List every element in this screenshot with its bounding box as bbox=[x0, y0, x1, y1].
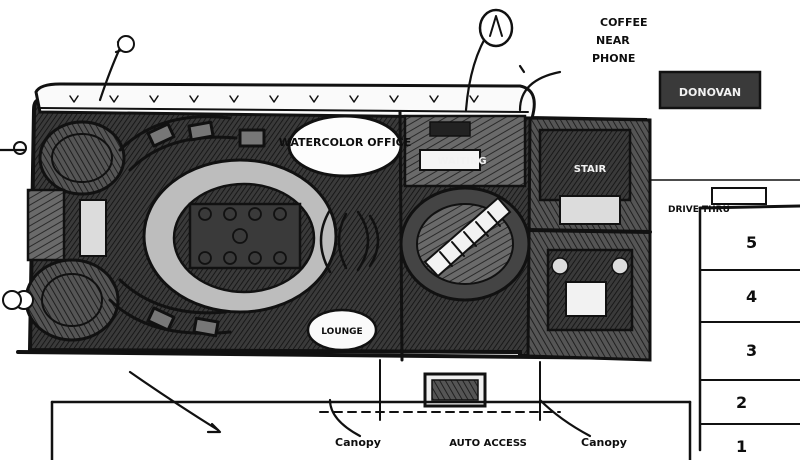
round-feature-table bbox=[399, 186, 531, 302]
round-lounge-cluster bbox=[13, 120, 126, 342]
section-marker-icon bbox=[2, 35, 135, 310]
parking-number: 1 bbox=[736, 437, 747, 456]
lounge-area bbox=[306, 308, 378, 352]
label-canopy-left: Canopy bbox=[335, 436, 381, 449]
north-arrow-icon bbox=[478, 8, 514, 48]
brand-sign bbox=[658, 70, 762, 110]
right-wing-rooms bbox=[538, 128, 634, 332]
parking-number: 3 bbox=[746, 341, 757, 360]
label-coffee-line-3: PHONE bbox=[592, 52, 635, 65]
label-lounge: LOUNGE bbox=[321, 327, 362, 337]
central-oval-area bbox=[142, 158, 338, 314]
parking-number: 4 bbox=[746, 287, 757, 306]
label-coffee-line-2: NEAR bbox=[596, 34, 630, 47]
label-drive-thru: DRIVE THRU bbox=[668, 205, 730, 215]
parking-number: 5 bbox=[746, 233, 757, 252]
label-waiting: WAITING bbox=[437, 156, 486, 167]
handwritten-labels: WATERCOLOR OFFICE WAITING COFFEE NEAR PH… bbox=[279, 16, 741, 449]
entry-vestibule bbox=[319, 359, 561, 421]
property-line bbox=[50, 400, 692, 460]
label-watercolor-office: WATERCOLOR OFFICE bbox=[279, 136, 412, 149]
label-auto-access: AUTO ACCESS bbox=[449, 438, 527, 449]
curved-benches bbox=[108, 115, 266, 338]
annotation-arrows bbox=[0, 28, 592, 438]
waiting-area bbox=[403, 114, 527, 188]
parking-numbers: 5 4 3 2 1 bbox=[736, 233, 757, 456]
parking-number: 2 bbox=[736, 393, 747, 412]
label-canopy-right: Canopy bbox=[581, 436, 627, 449]
label-stair: STAIR bbox=[574, 164, 607, 175]
parking-strip bbox=[649, 179, 800, 452]
label-glass-door: GLASS bbox=[570, 295, 603, 305]
watercolor-office-area bbox=[287, 114, 403, 178]
label-coffee-line-1: COFFEE bbox=[600, 16, 647, 29]
label-brand-sign: DONOVAN bbox=[679, 86, 741, 99]
middle-seating bbox=[319, 208, 380, 274]
